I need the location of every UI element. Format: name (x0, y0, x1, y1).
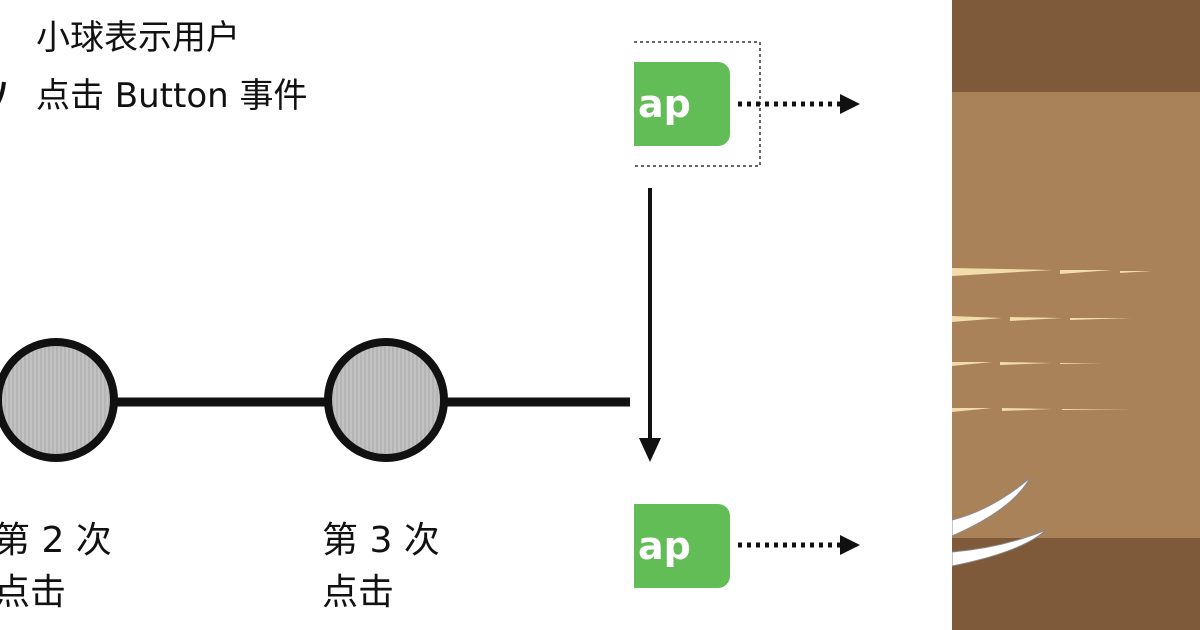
operator-diagram-lines (634, 41, 860, 555)
operator-bottom-label: ap (638, 524, 691, 568)
legend-line-1: 小球表示用户 (36, 18, 240, 58)
operator-box-top: ap (634, 62, 730, 146)
ball-3-label-line1: 第 3 次 (322, 520, 440, 561)
ball-3 (324, 338, 448, 462)
partial-ball-glyph (0, 81, 6, 104)
speed-streaks (952, 268, 1152, 412)
wood-photo (952, 0, 1200, 630)
bottom-arrowhead (840, 535, 860, 555)
top-arrowhead (840, 94, 860, 114)
claw-marks (952, 477, 1047, 567)
ball-2-label-line2: 点击 (0, 572, 67, 613)
ball-2-label-line1: 第 2 次 (0, 520, 112, 561)
timeline (0, 338, 630, 462)
operator-box-bottom: ap (634, 504, 730, 588)
operator-top-label: ap (638, 82, 691, 126)
legend-line-2: 点击 Button 事件 (36, 76, 308, 116)
ball-2 (0, 338, 118, 462)
ball-3-label-line2: 点击 (322, 572, 395, 613)
vertical-arrowhead (639, 438, 661, 462)
wood-top-band (952, 0, 1200, 92)
wood-middle-band (952, 92, 1200, 538)
operator-panel: ap ap (634, 0, 944, 630)
